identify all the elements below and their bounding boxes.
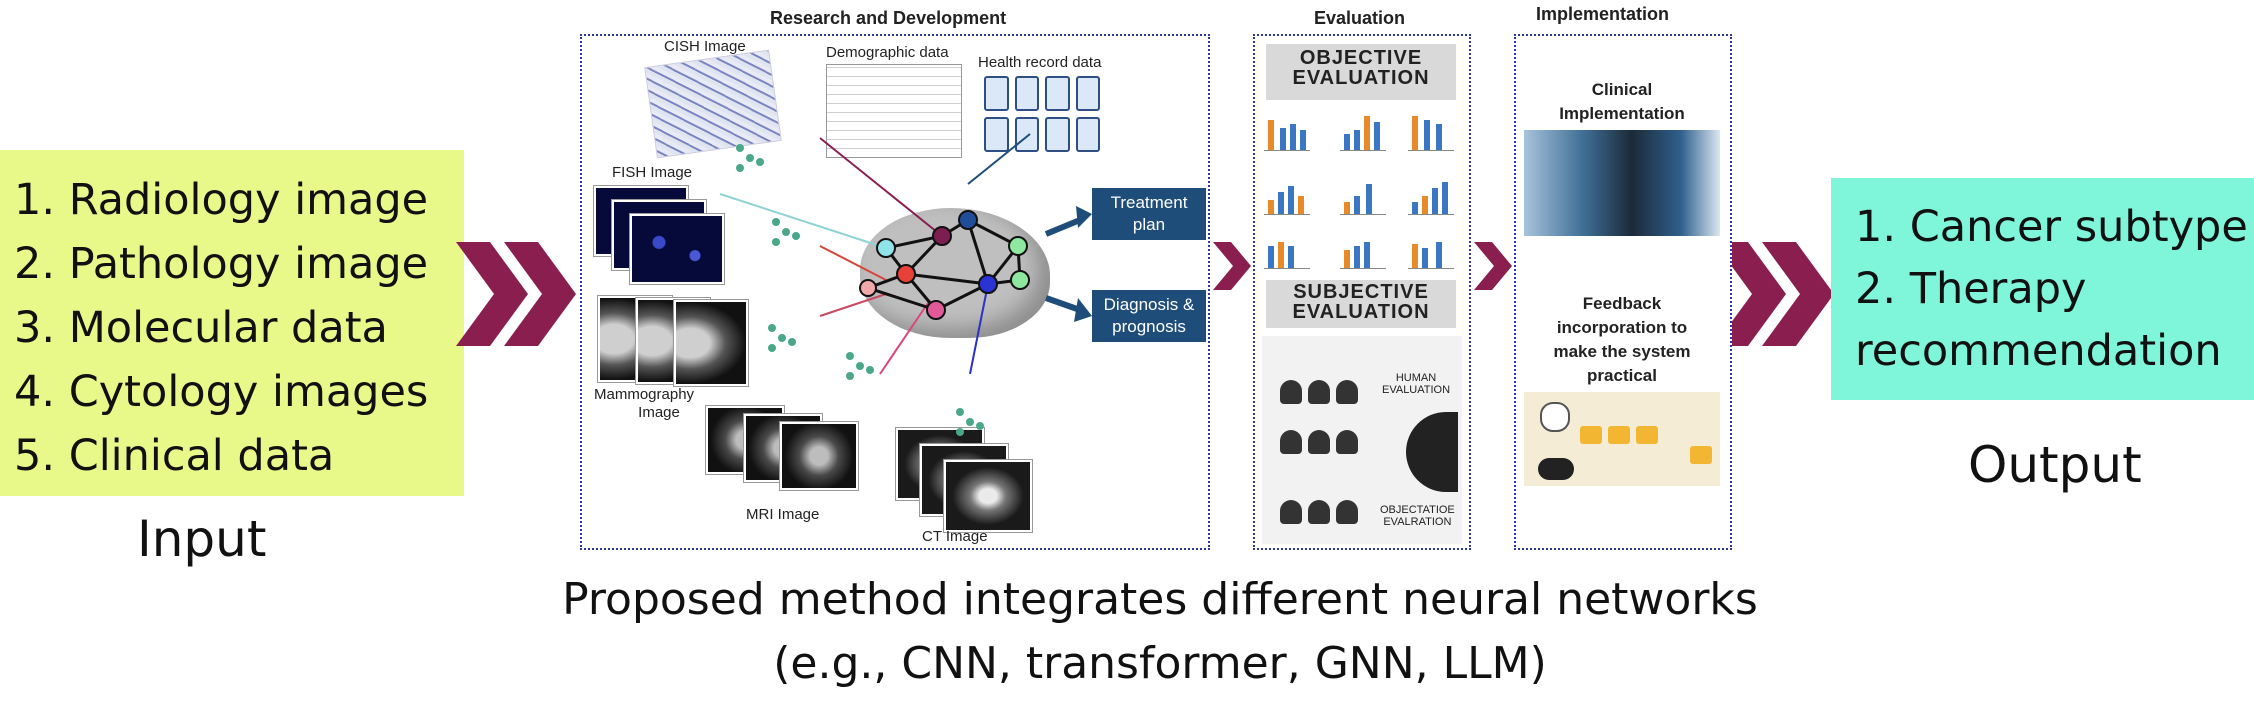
objective-mini-chart xyxy=(1408,172,1454,215)
output-item: 1. Cancer subtype xyxy=(1855,202,2248,252)
input-item: 5. Clinical data xyxy=(14,431,335,481)
person-icon xyxy=(1336,500,1358,524)
caption-line-1: Proposed method integrates different neu… xyxy=(562,574,1758,625)
ct-image-3 xyxy=(944,460,1032,532)
mri-image-3 xyxy=(780,422,858,490)
fish-label: FISH Image xyxy=(612,164,693,181)
subjective-evaluation-banner: SUBJECTIVE EVALUATION xyxy=(1266,280,1456,328)
health-record-label: Health record data xyxy=(978,54,1102,71)
input-item: 1. Radiology image xyxy=(14,175,429,225)
rd-to-eval-chevron xyxy=(1213,242,1251,290)
implementation-title: Implementation xyxy=(1536,4,1670,24)
caption-line-2: (e.g., CNN, transformer, GNN, LLM) xyxy=(773,638,1547,689)
health-icon xyxy=(1045,76,1070,111)
objective-mini-chart xyxy=(1408,108,1454,151)
person-icon xyxy=(1308,380,1330,404)
objective-mini-chart xyxy=(1340,226,1386,269)
objective-mini-chart xyxy=(1340,172,1386,215)
human-evaluation-label: HUMAN EVALUATION xyxy=(1382,372,1451,396)
health-record-icons xyxy=(984,76,1100,152)
demographic-table xyxy=(826,64,962,158)
feedback-label: Feedback incorporation to make the syste… xyxy=(1553,294,1691,385)
input-chevron-arrow xyxy=(456,242,576,346)
input-box: 1. Radiology image 2. Pathology image 3.… xyxy=(0,150,464,496)
health-icon xyxy=(984,76,1009,111)
heart-icon xyxy=(1540,402,1570,432)
objective-mini-chart xyxy=(1340,108,1386,151)
person-icon xyxy=(1308,500,1330,524)
mammography-label: Mammography Image xyxy=(594,386,695,421)
person-icon xyxy=(1336,430,1358,454)
fish-image-3 xyxy=(630,214,724,284)
person-icon xyxy=(1280,500,1302,524)
output-item: recommendation xyxy=(1855,326,2222,376)
clinical-implementation-label: Clinical Implementation xyxy=(1559,80,1685,123)
treatment-plan-box: Treatment plan xyxy=(1092,188,1206,240)
chat-bubble-icon xyxy=(1690,446,1712,464)
evaluation-title: Evaluation xyxy=(1314,8,1406,28)
eval-to-impl-chevron xyxy=(1474,242,1512,290)
mammography-image-3 xyxy=(674,300,748,386)
health-icon xyxy=(1014,117,1039,152)
input-item: 3. Molecular data xyxy=(14,303,388,353)
emoji-icon xyxy=(1608,426,1630,444)
emoji-icon xyxy=(1636,426,1658,444)
objective-evaluation-banner: OBJECTIVE EVALUATION xyxy=(1266,44,1456,100)
objective-mini-chart xyxy=(1264,172,1310,215)
person-icon xyxy=(1280,380,1302,404)
output-box: 1. Cancer subtype 2. Therapy recommendat… xyxy=(1831,178,2254,400)
chat-bubble-icon xyxy=(1538,458,1574,480)
output-item: 2. Therapy xyxy=(1855,264,2087,314)
output-caption: Output xyxy=(1968,436,2142,494)
output-chevron-arrow xyxy=(1714,242,1834,346)
mri-label: MRI Image xyxy=(746,506,820,523)
objective-mini-chart xyxy=(1264,108,1310,151)
person-icon xyxy=(1336,380,1358,404)
input-item: 2. Pathology image xyxy=(14,239,429,289)
objective-mini-chart xyxy=(1408,226,1454,269)
objective-mini-chart xyxy=(1264,226,1310,269)
person-icon xyxy=(1308,430,1330,454)
health-icon xyxy=(1075,117,1100,152)
health-icon xyxy=(1075,76,1100,111)
input-caption: Input xyxy=(137,510,267,568)
health-icon xyxy=(1045,117,1070,152)
neural-network-graph xyxy=(719,133,1092,436)
health-icon xyxy=(1014,76,1039,111)
research-title: Research and Development xyxy=(770,8,1007,28)
clinical-implementation-photo xyxy=(1524,130,1720,236)
emoji-icon xyxy=(1580,426,1602,444)
health-icon xyxy=(984,117,1009,152)
objectatioe-evalration-label: OBJECTATIOE EVALRATION xyxy=(1380,504,1455,528)
ct-label: CT Image xyxy=(922,528,988,545)
input-item: 4. Cytology images xyxy=(14,367,429,417)
cish-label: CISH Image xyxy=(664,38,746,55)
diagnosis-prognosis-box: Diagnosis & prognosis xyxy=(1092,290,1206,342)
person-icon xyxy=(1280,430,1302,454)
demographic-label: Demographic data xyxy=(826,44,949,61)
